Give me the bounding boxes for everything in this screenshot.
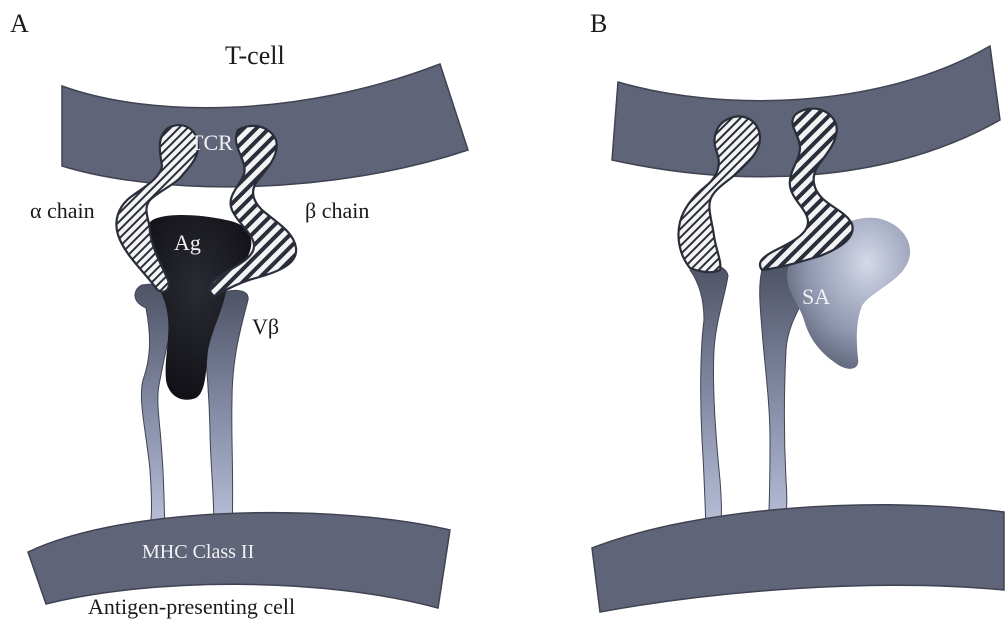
beta-chain-label: β chain xyxy=(305,198,369,223)
superantigen-label: SA xyxy=(802,284,830,309)
panel-b: B SA xyxy=(590,9,1004,612)
antigen-label: Ag xyxy=(174,230,201,255)
mhc-alpha-chain-b xyxy=(690,265,728,530)
t-cell-label: T-cell xyxy=(225,41,285,70)
tcr-label: TCR xyxy=(190,130,233,155)
apc-label: Antigen-presenting cell xyxy=(88,594,295,619)
panel-a-letter: A xyxy=(10,9,29,38)
panel-b-letter: B xyxy=(590,9,607,38)
mhc-label: MHC Class II xyxy=(142,541,254,563)
apc-membrane-b xyxy=(592,505,1004,612)
panel-a: A T-cell TCR α chain β chain Ag Vβ MHC C… xyxy=(10,9,468,619)
alpha-chain-label: α chain xyxy=(30,198,95,223)
v-beta-label: Vβ xyxy=(252,314,279,339)
